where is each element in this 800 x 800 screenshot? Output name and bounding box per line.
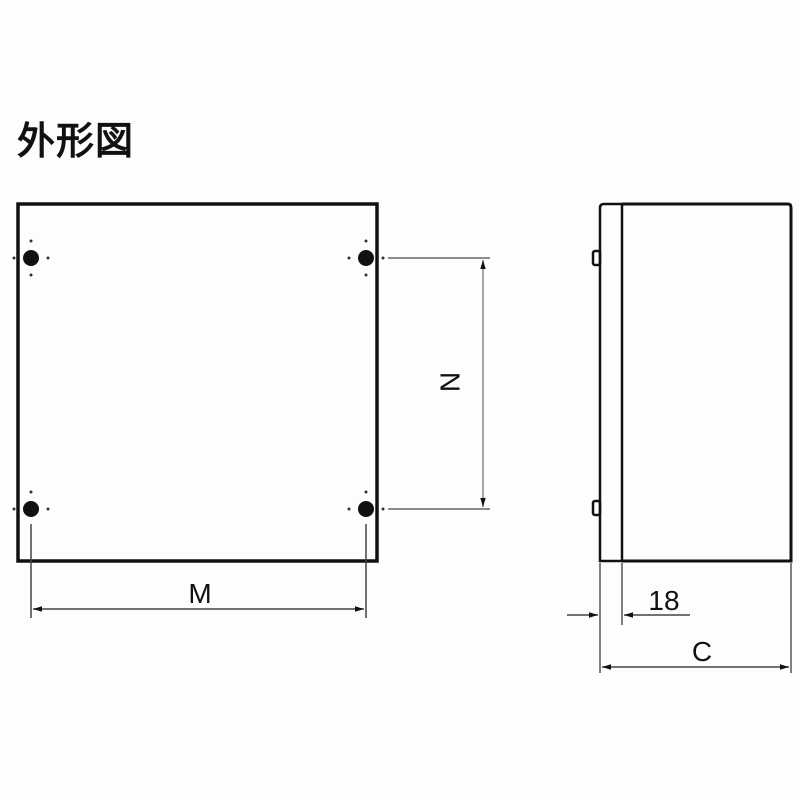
hinge-bottom-icon [591,499,602,517]
dimension-c-label: C [692,636,712,667]
dimension-n: N [388,257,490,510]
dimension-m-label: M [188,578,211,609]
dimension-c: C [602,636,789,670]
door-profile [598,202,624,563]
dimension-m: M [30,524,367,618]
side-view: 18 C [567,202,793,673]
dimension-18: 18 [567,585,690,618]
dimension-n-label: N [435,372,466,392]
enclosure-front-outline [16,202,379,563]
mounting-hole-bottom-left [12,490,50,517]
body-profile [622,202,793,563]
mounting-hole-bottom-right [347,490,385,517]
dimension-18-label: 18 [648,585,679,616]
front-view: N M [12,202,490,618]
mounting-hole-top-right [347,239,385,277]
hinge-top-icon [591,249,602,267]
mounting-hole-top-left [12,239,50,277]
drawing-title: 外形図 [17,119,135,163]
